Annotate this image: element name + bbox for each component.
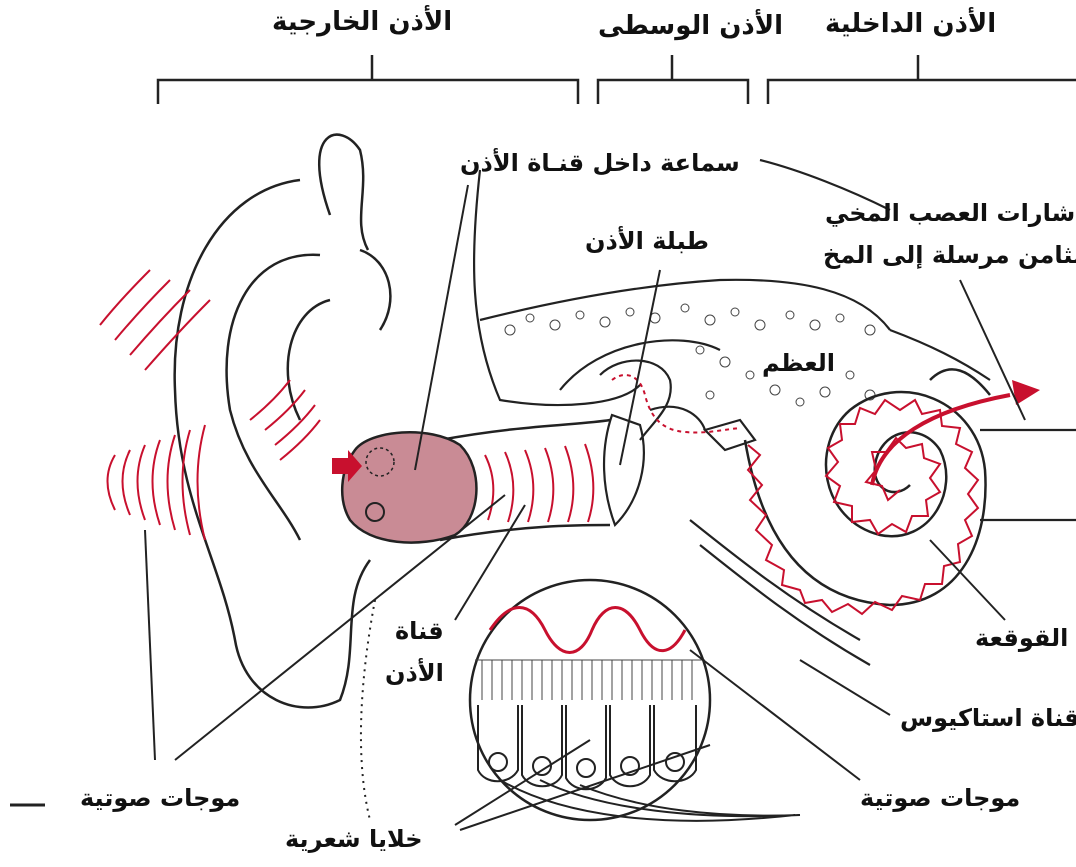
leader-sound-waves-left-1 [145,530,155,760]
bone-label: العظم [762,350,835,378]
nerve-label-line1: إشارات العصب المخي [825,200,1076,228]
outer-ear-bracket [158,55,578,104]
dotted-guide [361,600,375,820]
outer-ear-label: الأذن الخارجية [272,8,452,38]
nerve-signal-arrow [872,395,1010,485]
leader-cochlea [930,540,1005,620]
eardrum-shape [604,415,644,525]
hearing-aid-label: سماعة داخل قنـاة الأذن [460,150,740,178]
cochlea-wave [748,400,978,614]
eustachian-tube [690,520,860,640]
ossicle-vibration-path [612,375,740,433]
leader-eardrum-label [620,270,660,465]
nerve-label-line2: الثامن مرسلة إلى المخ [823,242,1076,270]
outer-sound-waves [100,270,320,540]
middle-ear-label: الأذن الوسطى [598,12,783,42]
leader-eustachian [800,660,890,715]
eardrum-label: طبلة الأذن [585,228,709,256]
eustachian-label: قناة استاكيوس [900,705,1076,733]
pinna [175,135,391,708]
hearing-aid-body [342,432,476,542]
leader-sound-waves-left-2 [175,495,505,760]
hearing-aid [332,432,476,542]
middle-ear-bracket [598,55,748,104]
hair-cells-label: خلايا شعرية [285,826,423,854]
leader-sound-waves-right [690,650,860,780]
cochlea-label: القوقعة [975,625,1068,653]
section-brackets [158,55,1076,104]
leader-hearing-aid [415,185,468,470]
canal-sound-waves [485,444,593,522]
ossicle-stapes [705,420,755,450]
ear-canal-label-line1: قناة [395,618,444,646]
sound-waves-left-label: موجات صوتية [80,785,240,813]
sound-waves-right-label: موجات صوتية [860,785,1020,813]
inner-ear-bracket [768,55,1076,104]
ear-canal-label-line2: الأذن [385,660,444,688]
inner-ear-label: الأذن الداخلية [825,10,996,40]
